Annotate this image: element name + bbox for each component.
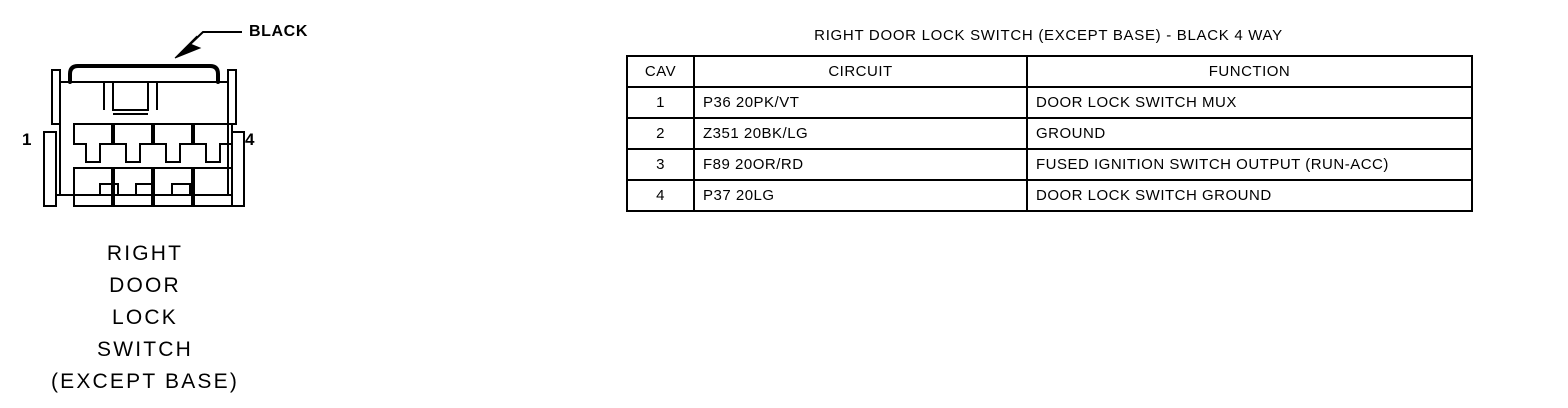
table-row: 3 F89 20OR/RD FUSED IGNITION SWITCH OUTP… [626, 148, 1473, 181]
header-cav: CAV [626, 55, 695, 88]
caption-line-1: RIGHT [106, 242, 184, 265]
table-header-row: CAV CIRCUIT FUNCTION [626, 55, 1473, 88]
cell-function: FUSED IGNITION SWITCH OUTPUT (RUN-ACC) [1026, 148, 1473, 181]
header-circuit: CIRCUIT [693, 55, 1028, 88]
cell-cav: 1 [626, 86, 695, 119]
header-function: FUNCTION [1026, 55, 1473, 88]
cell-circuit: F89 20OR/RD [693, 148, 1028, 181]
cell-function: DOOR LOCK SWITCH MUX [1026, 86, 1473, 119]
cell-function: GROUND [1026, 117, 1473, 150]
connector-top-lock-bar [68, 64, 220, 84]
connector-caption: RIGHT DOOR LOCK SWITCH (EXCEPT BASE) [0, 238, 290, 398]
caption-line-2: DOOR [109, 274, 181, 297]
connector-center-latch [103, 82, 158, 115]
connector-body-outline [56, 81, 232, 196]
cell-circuit: P36 20PK/VT [693, 86, 1028, 119]
caption-line-5: (EXCEPT BASE) [50, 370, 240, 393]
cell-circuit: P37 20LG [693, 179, 1028, 212]
connector-color-label: BLACK [249, 23, 308, 40]
caption-line-3: LOCK [112, 306, 178, 329]
cell-cav: 3 [626, 148, 695, 181]
table-row: 4 P37 20LG DOOR LOCK SWITCH GROUND [626, 179, 1473, 212]
table-row: 1 P36 20PK/VT DOOR LOCK SWITCH MUX [626, 86, 1473, 119]
pinout-table: CAV CIRCUIT FUNCTION 1 P36 20PK/VT DOOR … [626, 55, 1473, 212]
table-title: RIGHT DOOR LOCK SWITCH (EXCEPT BASE) - B… [814, 27, 1283, 44]
table-row: 2 Z351 20BK/LG GROUND [626, 117, 1473, 150]
cell-function: DOOR LOCK SWITCH GROUND [1026, 179, 1473, 212]
cell-cav: 4 [626, 179, 695, 212]
pin-number-1: 1 [22, 130, 32, 149]
pinout-table-panel: RIGHT DOOR LOCK SWITCH (EXCEPT BASE) - B… [626, 27, 1473, 212]
pin-number-4: 4 [245, 130, 255, 149]
cell-circuit: Z351 20BK/LG [693, 117, 1028, 150]
connector-bottom-notches [99, 183, 191, 195]
connector-diagram-panel: BLACK 1 4 RIGHT DOOR LOCK SWITCH (EXCEPT… [0, 0, 330, 408]
cell-cav: 2 [626, 117, 695, 150]
black-callout-leader [174, 31, 242, 59]
connector-face-drawing [43, 31, 245, 207]
caption-line-4: SWITCH [96, 338, 194, 361]
terminal-cavities-upper-row [73, 123, 233, 163]
